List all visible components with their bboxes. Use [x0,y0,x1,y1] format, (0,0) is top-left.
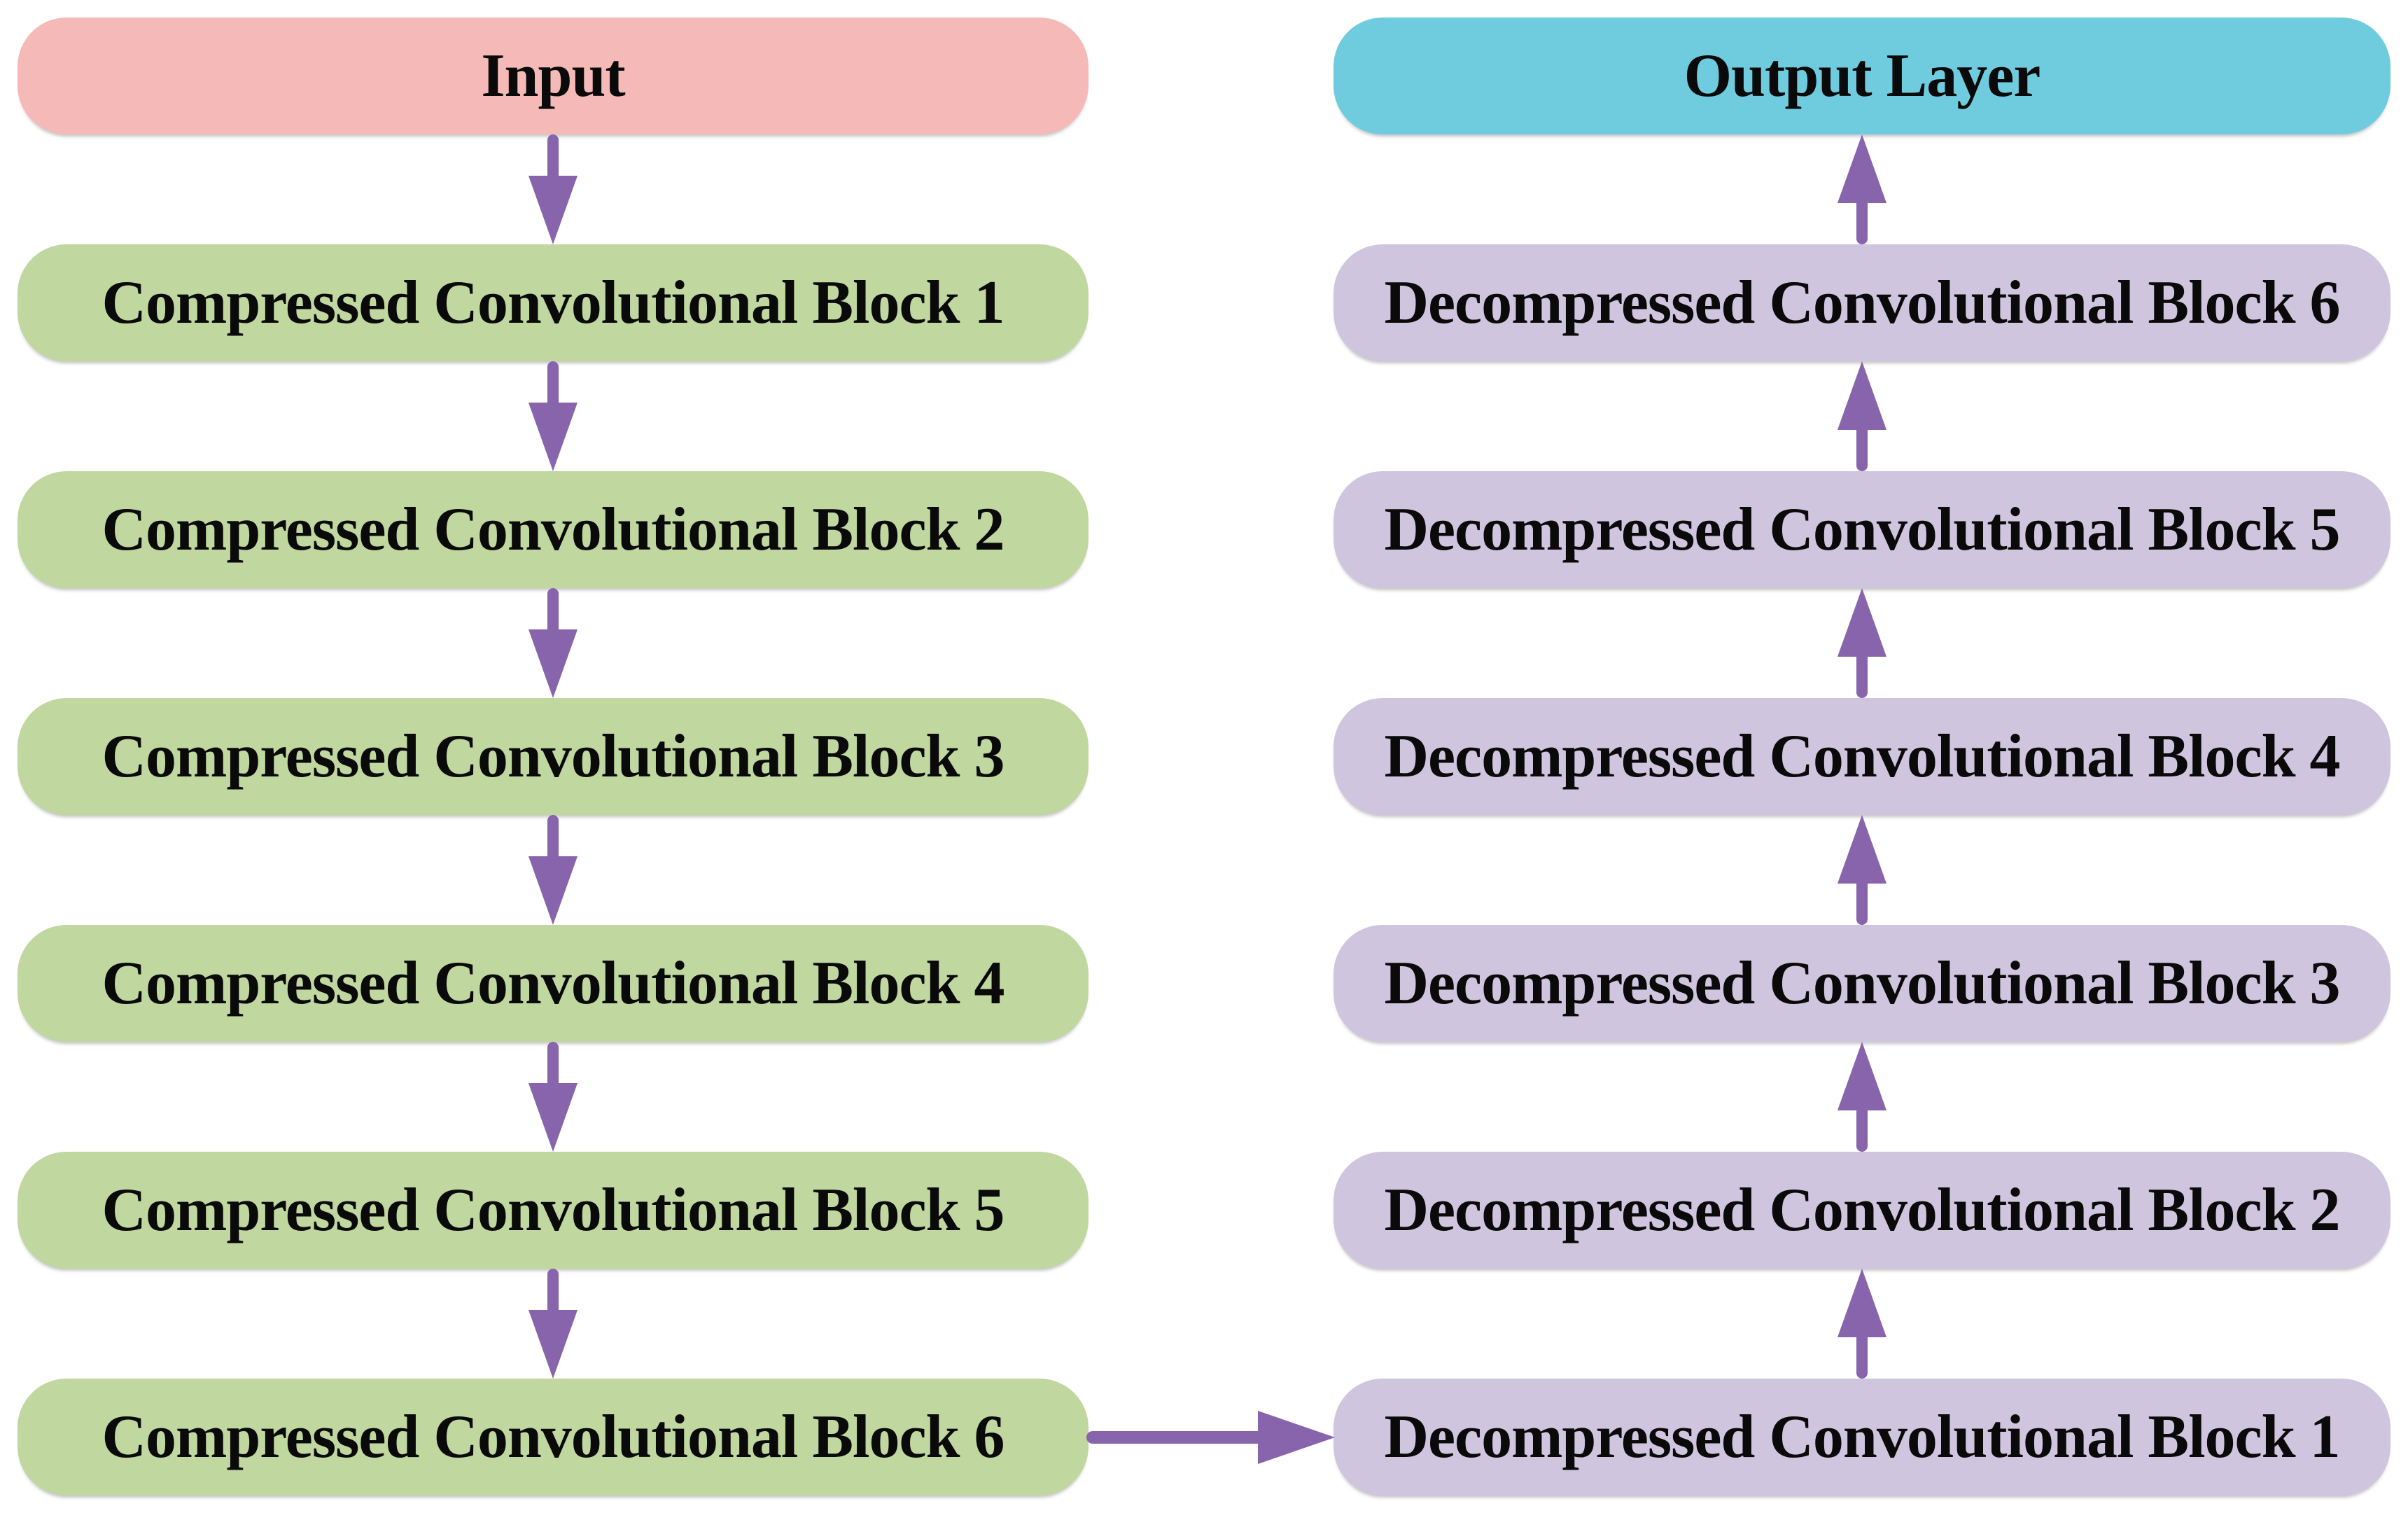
encoder-block-1: Compressed Convolutional Block 1 [18,244,1088,361]
decoder-block-1-label: Decompressed Convolutional Block 1 [1384,1403,2340,1471]
arrow-up-3-icon [1833,588,1891,698]
output-label: Output Layer [1684,42,2041,110]
encoder-block-5: Compressed Convolutional Block 5 [18,1152,1088,1269]
decoder-block-5: Decompressed Convolutional Block 5 [1334,471,2390,588]
arrow-down-6-icon [524,1269,582,1379]
arrow-up-4-icon [1833,815,1891,925]
arrow-up-5-icon [1833,1042,1891,1152]
arrow-down-5-icon [524,1042,582,1152]
encoder-block-2-label: Compressed Convolutional Block 2 [102,496,1005,564]
encoder-block-6-label: Compressed Convolutional Block 6 [102,1403,1005,1471]
arrow-up-1-icon [1833,134,1891,244]
encoder-block-2: Compressed Convolutional Block 2 [18,471,1088,588]
arrow-up-2-icon [1833,361,1891,471]
output-node: Output Layer [1334,18,2390,134]
decoder-block-2-label: Decompressed Convolutional Block 2 [1384,1176,2340,1244]
decoder-block-5-label: Decompressed Convolutional Block 5 [1384,496,2340,564]
decoder-block-3-label: Decompressed Convolutional Block 3 [1384,949,2340,1017]
decoder-block-1: Decompressed Convolutional Block 1 [1334,1379,2390,1495]
arrow-right-bridge-icon [1085,1408,1335,1467]
encoder-block-5-label: Compressed Convolutional Block 5 [102,1176,1005,1244]
decoder-block-6-label: Decompressed Convolutional Block 6 [1384,269,2340,337]
encoder-block-3-label: Compressed Convolutional Block 3 [102,723,1005,790]
arrow-down-4-icon [524,815,582,925]
decoder-block-2: Decompressed Convolutional Block 2 [1334,1152,2390,1269]
decoder-block-4-label: Decompressed Convolutional Block 4 [1384,723,2340,790]
encoder-block-6: Compressed Convolutional Block 6 [18,1379,1088,1495]
arrow-up-6-icon [1833,1269,1891,1379]
arrow-down-1-icon [524,134,582,244]
encoder-block-3: Compressed Convolutional Block 3 [18,698,1088,815]
decoder-block-4: Decompressed Convolutional Block 4 [1334,698,2390,815]
decoder-block-3: Decompressed Convolutional Block 3 [1334,925,2390,1042]
decoder-block-6: Decompressed Convolutional Block 6 [1334,244,2390,361]
encoder-block-4-label: Compressed Convolutional Block 4 [102,949,1005,1017]
arrow-down-3-icon [524,588,582,698]
input-label: Input [481,42,625,110]
encoder-block-4: Compressed Convolutional Block 4 [18,925,1088,1042]
arrow-down-2-icon [524,361,582,471]
input-node: Input [18,18,1088,134]
encoder-block-1-label: Compressed Convolutional Block 1 [102,269,1005,337]
